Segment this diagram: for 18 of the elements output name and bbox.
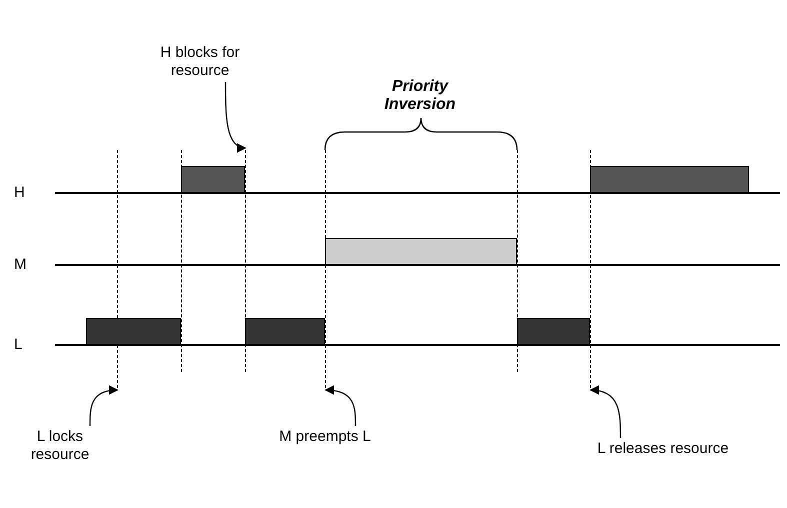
lane-label: L xyxy=(14,336,22,353)
callout-text: L locks resource xyxy=(20,428,100,464)
lane-label: M xyxy=(14,256,26,273)
callout-text: H blocks for resource xyxy=(160,44,240,80)
execution-bar xyxy=(517,318,590,345)
leader-arrow xyxy=(324,386,356,426)
callout-text: L releases resource xyxy=(588,440,738,458)
leader-arrow xyxy=(590,386,622,438)
execution-bar xyxy=(590,166,749,193)
execution-bar xyxy=(181,166,245,193)
execution-bar xyxy=(325,238,517,265)
execution-bar xyxy=(86,318,181,345)
annotation-title: Priority Inversion xyxy=(383,78,457,114)
leader-arrow xyxy=(89,386,118,426)
leader-arrow xyxy=(224,82,246,152)
lane-label: H xyxy=(14,184,25,201)
execution-bar xyxy=(245,318,325,345)
callout-text: M preempts L xyxy=(265,428,385,446)
